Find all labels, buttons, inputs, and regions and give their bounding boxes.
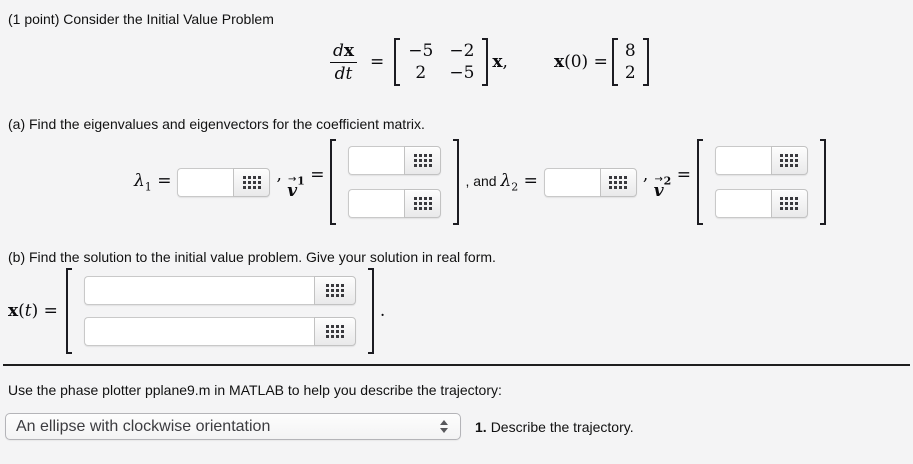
keypad-icon bbox=[242, 175, 261, 189]
matrix-bracket-left bbox=[65, 268, 72, 354]
v1-row2-input[interactable] bbox=[348, 189, 405, 218]
matrix-bracket-right bbox=[819, 139, 826, 225]
lambda2-label: , and λ2 = bbox=[465, 170, 538, 194]
xt-row1-answer bbox=[83, 276, 356, 305]
xt-label: x(t) = bbox=[8, 301, 58, 321]
matrix-bracket-right bbox=[642, 38, 649, 86]
ivp-equation: dx dt = −5 −2 2 −5 x, x(0) = 8 2 bbox=[330, 35, 913, 89]
coefficient-matrix: −5 −2 2 −5 bbox=[394, 38, 489, 86]
xt-row2-answer bbox=[83, 317, 356, 346]
v1-vector-answer bbox=[330, 139, 460, 225]
lambda1-answer bbox=[177, 167, 271, 197]
matrix-bracket-right bbox=[482, 38, 489, 86]
trajectory-question-row: An ellipse with clockwise orientation 1.… bbox=[5, 413, 913, 440]
v1-row2-equation-editor-button[interactable] bbox=[404, 189, 442, 218]
matrix-bracket-left bbox=[330, 139, 337, 225]
keypad-icon bbox=[780, 197, 799, 210]
section-divider bbox=[3, 364, 910, 366]
trajectory-select[interactable]: An ellipse with clockwise orientation bbox=[5, 413, 461, 440]
v1-row1-input[interactable] bbox=[348, 146, 405, 175]
equals-sign: = bbox=[370, 52, 385, 72]
v2-vector-answer bbox=[696, 139, 826, 225]
xt-row1-equation-editor-button[interactable] bbox=[313, 276, 356, 305]
lambda1-label: λ1 = bbox=[134, 170, 172, 194]
select-stepper-icon bbox=[440, 420, 448, 433]
matrix-bracket-left bbox=[611, 38, 618, 86]
v2-row2-input[interactable] bbox=[714, 189, 771, 218]
x-comma: x, bbox=[492, 52, 508, 72]
initial-condition-vector: 8 2 bbox=[611, 38, 649, 86]
v1-row1-answer bbox=[348, 146, 442, 175]
trajectory-question-label: 1.Describe the trajectory. bbox=[475, 418, 634, 435]
v2-row1-input[interactable] bbox=[714, 146, 771, 175]
problem-intro: (1 point) Consider the Initial Value Pro… bbox=[8, 11, 274, 27]
keypad-icon bbox=[413, 154, 432, 167]
keypad-icon bbox=[609, 175, 628, 189]
sentence-period: . bbox=[379, 301, 386, 321]
lambda1-equation-editor-button[interactable] bbox=[233, 167, 271, 197]
lambda2-answer bbox=[543, 167, 637, 197]
lambda1-input[interactable] bbox=[177, 167, 234, 197]
lambda2-equation-editor-button[interactable] bbox=[599, 167, 637, 197]
matrix-bracket-right bbox=[453, 139, 460, 225]
initial-condition-label: x(0) = bbox=[553, 52, 608, 72]
xt-vector-answer bbox=[65, 268, 374, 354]
part-b-answer-row: x(t) = . bbox=[8, 267, 913, 355]
matrix-bracket-left bbox=[394, 38, 401, 86]
keypad-icon bbox=[325, 284, 344, 297]
v1-row2-answer bbox=[348, 189, 442, 218]
phase-plotter-note: Use the phase plotter pplane9.m in MATLA… bbox=[8, 382, 502, 398]
xt-row1-input[interactable] bbox=[83, 276, 314, 305]
xt-row2-input[interactable] bbox=[83, 317, 314, 346]
matrix-bracket-left bbox=[696, 139, 703, 225]
keypad-icon bbox=[413, 197, 432, 210]
part-b-prompt: (b) Find the solution to the initial val… bbox=[8, 249, 496, 265]
v2-row2-answer bbox=[714, 189, 808, 218]
v2-row1-answer bbox=[714, 146, 808, 175]
chevron-up-icon bbox=[440, 420, 448, 425]
vector-arrow-icon: → bbox=[654, 173, 663, 185]
keypad-icon bbox=[780, 154, 799, 167]
matrix-bracket-right bbox=[367, 268, 374, 354]
v2-row2-equation-editor-button[interactable] bbox=[770, 189, 808, 218]
v1-row1-equation-editor-button[interactable] bbox=[404, 146, 442, 175]
chevron-down-icon bbox=[440, 428, 448, 433]
part-a-prompt: (a) Find the eigenvalues and eigenvector… bbox=[8, 116, 425, 132]
dx-dt-fraction: dx dt bbox=[330, 41, 358, 84]
v2-row1-equation-editor-button[interactable] bbox=[770, 146, 808, 175]
trajectory-select-value: An ellipse with clockwise orientation bbox=[16, 417, 271, 435]
lambda2-input[interactable] bbox=[543, 167, 600, 197]
keypad-icon bbox=[325, 325, 344, 338]
vector-arrow-icon: → bbox=[288, 173, 297, 185]
xt-row2-equation-editor-button[interactable] bbox=[313, 317, 356, 346]
